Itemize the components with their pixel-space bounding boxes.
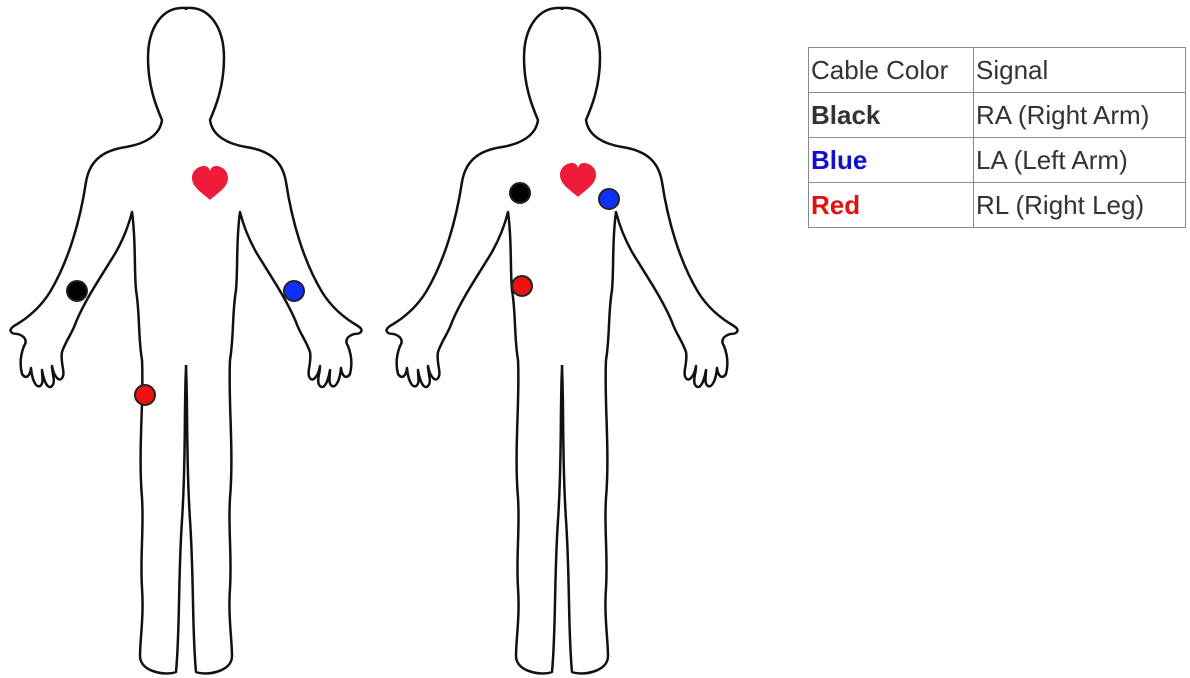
body-figure-2 [387, 8, 738, 674]
electrode-placement-diagram [0, 0, 760, 678]
seam-cover [183, 10, 189, 365]
electrode-red-rl [512, 276, 532, 296]
cable-color-black: Black [809, 93, 974, 138]
table-row: Red RL (Right Leg) [809, 183, 1186, 228]
body-outline-right-half [562, 8, 737, 674]
cable-color-table: Cable Color Signal Black RA (Right Arm) … [808, 47, 1186, 228]
signal-la: LA (Left Arm) [974, 138, 1186, 183]
body-figure-1 [11, 8, 362, 674]
electrode-red-rl [135, 385, 155, 405]
cable-color-blue: Blue [809, 138, 974, 183]
electrode-blue-la [599, 189, 619, 209]
header-cable-color: Cable Color [809, 48, 974, 93]
table-header-row: Cable Color Signal [809, 48, 1186, 93]
header-signal: Signal [974, 48, 1186, 93]
body-outline-right-half [186, 8, 361, 674]
electrode-black-ra [510, 183, 530, 203]
body-outline-left-half [387, 8, 562, 674]
electrode-blue-la [284, 281, 304, 301]
table-row: Blue LA (Left Arm) [809, 138, 1186, 183]
seam-cover [559, 10, 565, 365]
table-row: Black RA (Right Arm) [809, 93, 1186, 138]
signal-rl: RL (Right Leg) [974, 183, 1186, 228]
body-outline-left-half [11, 8, 186, 674]
cable-color-red: Red [809, 183, 974, 228]
electrode-black-ra [67, 281, 87, 301]
signal-ra: RA (Right Arm) [974, 93, 1186, 138]
